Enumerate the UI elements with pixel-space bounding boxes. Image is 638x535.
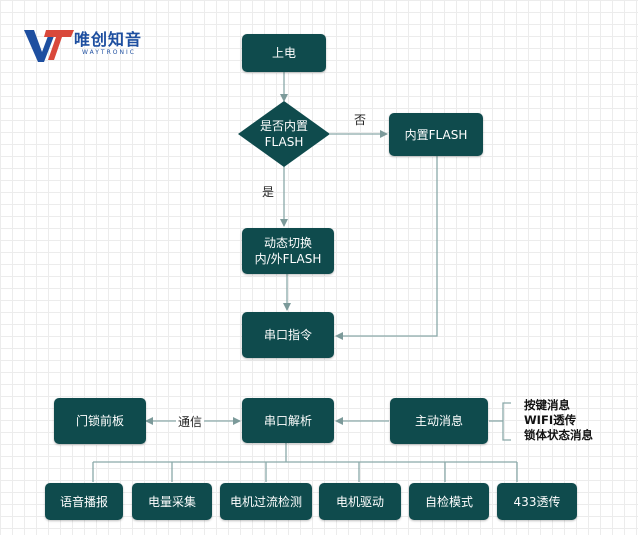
brand-sub: WAYTRONIC — [82, 49, 136, 56]
node-433-transparent-label: 433透传 — [513, 494, 561, 509]
logo-mark-right — [44, 30, 74, 60]
node-is-internal-flash-label: 是否内置 FLASH — [259, 119, 308, 149]
node-self-check-label: 自检模式 — [424, 494, 473, 509]
message-item: WIFI透传 — [524, 413, 577, 427]
node-dynamic-switch-label: 动态切换 内/外FLASH — [254, 236, 322, 266]
message-item: 锁体状态消息 — [524, 428, 593, 442]
node-self-check: 自检模式 — [409, 483, 489, 520]
node-power-on-label: 上电 — [271, 46, 296, 60]
node-voice-broadcast: 语音播报 — [45, 483, 123, 520]
node-motor-drive: 电机驱动 — [319, 483, 401, 520]
edge-label-yes: 是 — [262, 185, 275, 199]
decision-diamond — [238, 101, 330, 167]
node-door-lock-panel-label: 门锁前板 — [75, 414, 124, 428]
edge-label-comm: 通信 — [176, 413, 205, 430]
node-is-internal-flash: 是否内置 FLASH — [238, 101, 330, 167]
node-active-message: 主动消息 — [390, 398, 488, 444]
edge-label-no: 否 — [354, 113, 367, 127]
node-serial-parse-label: 串口解析 — [263, 413, 312, 428]
brand-logo — [24, 30, 74, 62]
node-dynamic-switch: 动态切换 内/外FLASH — [242, 228, 334, 274]
message-item: 按键消息 — [524, 398, 570, 412]
node-motor-drive-label: 电机驱动 — [335, 494, 384, 509]
node-voice-broadcast-label: 语音播报 — [59, 494, 108, 509]
node-serial-command-label: 串口指令 — [263, 328, 312, 342]
node-internal-flash: 内置FLASH — [389, 113, 483, 156]
logo-mark-left — [24, 30, 54, 62]
node-433-transparent: 433透传 — [497, 483, 577, 520]
node-motor-overcurrent-label: 电机过流检测 — [229, 494, 302, 509]
brand-name: 唯创知音 — [74, 30, 143, 49]
node-door-lock-panel: 门锁前板 — [54, 398, 146, 444]
node-power-on: 上电 — [242, 34, 326, 72]
node-power-collect: 电量采集 — [132, 483, 212, 520]
edge-internal-to-serial — [335, 156, 438, 340]
node-motor-overcurrent: 电机过流检测 — [220, 483, 312, 520]
node-active-message-label: 主动消息 — [414, 414, 463, 428]
node-internal-flash-label: 内置FLASH — [404, 127, 468, 142]
node-serial-parse: 串口解析 — [242, 398, 334, 443]
message-bracket — [502, 402, 511, 441]
message-list: 按键消息 WIFI透传 锁体状态消息 — [524, 398, 593, 443]
node-serial-command: 串口指令 — [242, 312, 334, 358]
node-power-collect-label: 电量采集 — [147, 494, 196, 509]
